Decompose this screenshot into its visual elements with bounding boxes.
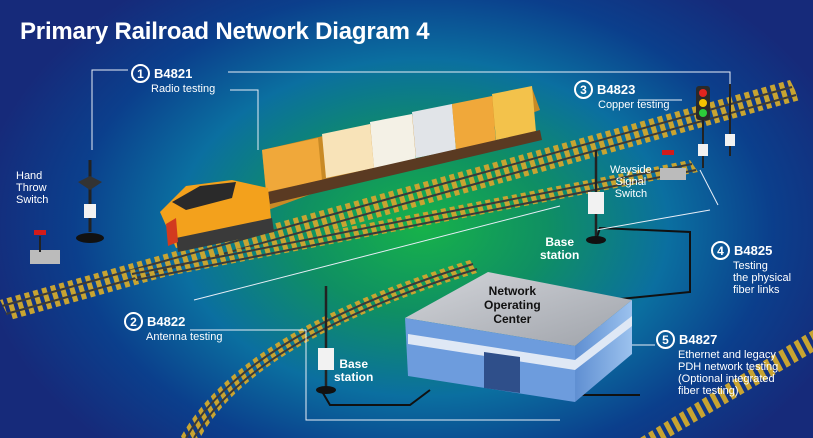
noc-building xyxy=(405,272,632,402)
base-station-bottom-device xyxy=(316,286,336,394)
wayside-signal-device xyxy=(660,84,735,180)
hand-throw-switch-device xyxy=(30,160,104,264)
callout-leaders xyxy=(91,69,731,421)
callout-code: B4821 xyxy=(154,66,193,81)
callout-number-badge: 5 xyxy=(656,330,675,349)
lower-track xyxy=(180,260,480,438)
callout-code: B4822 xyxy=(147,314,186,329)
noc-label: Network Operating Center xyxy=(484,284,541,326)
base-station-bottom-label: Base station xyxy=(334,357,374,384)
callout-description: Radio testing xyxy=(151,83,216,95)
hand-throw-switch-label: Hand Throw Switch xyxy=(16,170,49,206)
callout-b4821: 1 B4821 Radio testing xyxy=(131,64,215,95)
callout-code: B4827 xyxy=(679,332,718,347)
callout-b4822: 2 B4822 Antenna testing xyxy=(124,312,222,343)
callout-code: B4825 xyxy=(734,243,773,258)
right-track xyxy=(640,330,813,438)
siding-track xyxy=(130,160,698,282)
base-station-top-label: Base station xyxy=(540,235,580,262)
callout-b4827: 5 B4827 Ethernet and legacy PDH network … xyxy=(656,330,778,397)
callout-b4823: 3 B4823 Copper testing xyxy=(574,80,670,111)
callout-code: B4823 xyxy=(597,82,636,97)
wayside-signal-switch-label: Wayside Signal Switch xyxy=(610,164,652,200)
callout-description: Testing the physical fiber links xyxy=(733,260,792,296)
callout-description: Copper testing xyxy=(598,99,670,111)
callout-description: Antenna testing xyxy=(146,331,223,343)
container-train xyxy=(160,86,542,252)
callout-number-badge: 4 xyxy=(711,241,730,260)
callout-number-badge: 1 xyxy=(131,64,150,83)
callout-b4825: 4 B4825 Testing the physical fiber links xyxy=(711,241,791,296)
callout-description: Ethernet and legacy PDH network testing … xyxy=(678,349,779,397)
callout-number-badge: 2 xyxy=(124,312,143,331)
base-station-top-device xyxy=(586,150,606,244)
callout-number-badge: 3 xyxy=(574,80,593,99)
page-title: Primary Railroad Network Diagram 4 xyxy=(20,18,430,45)
